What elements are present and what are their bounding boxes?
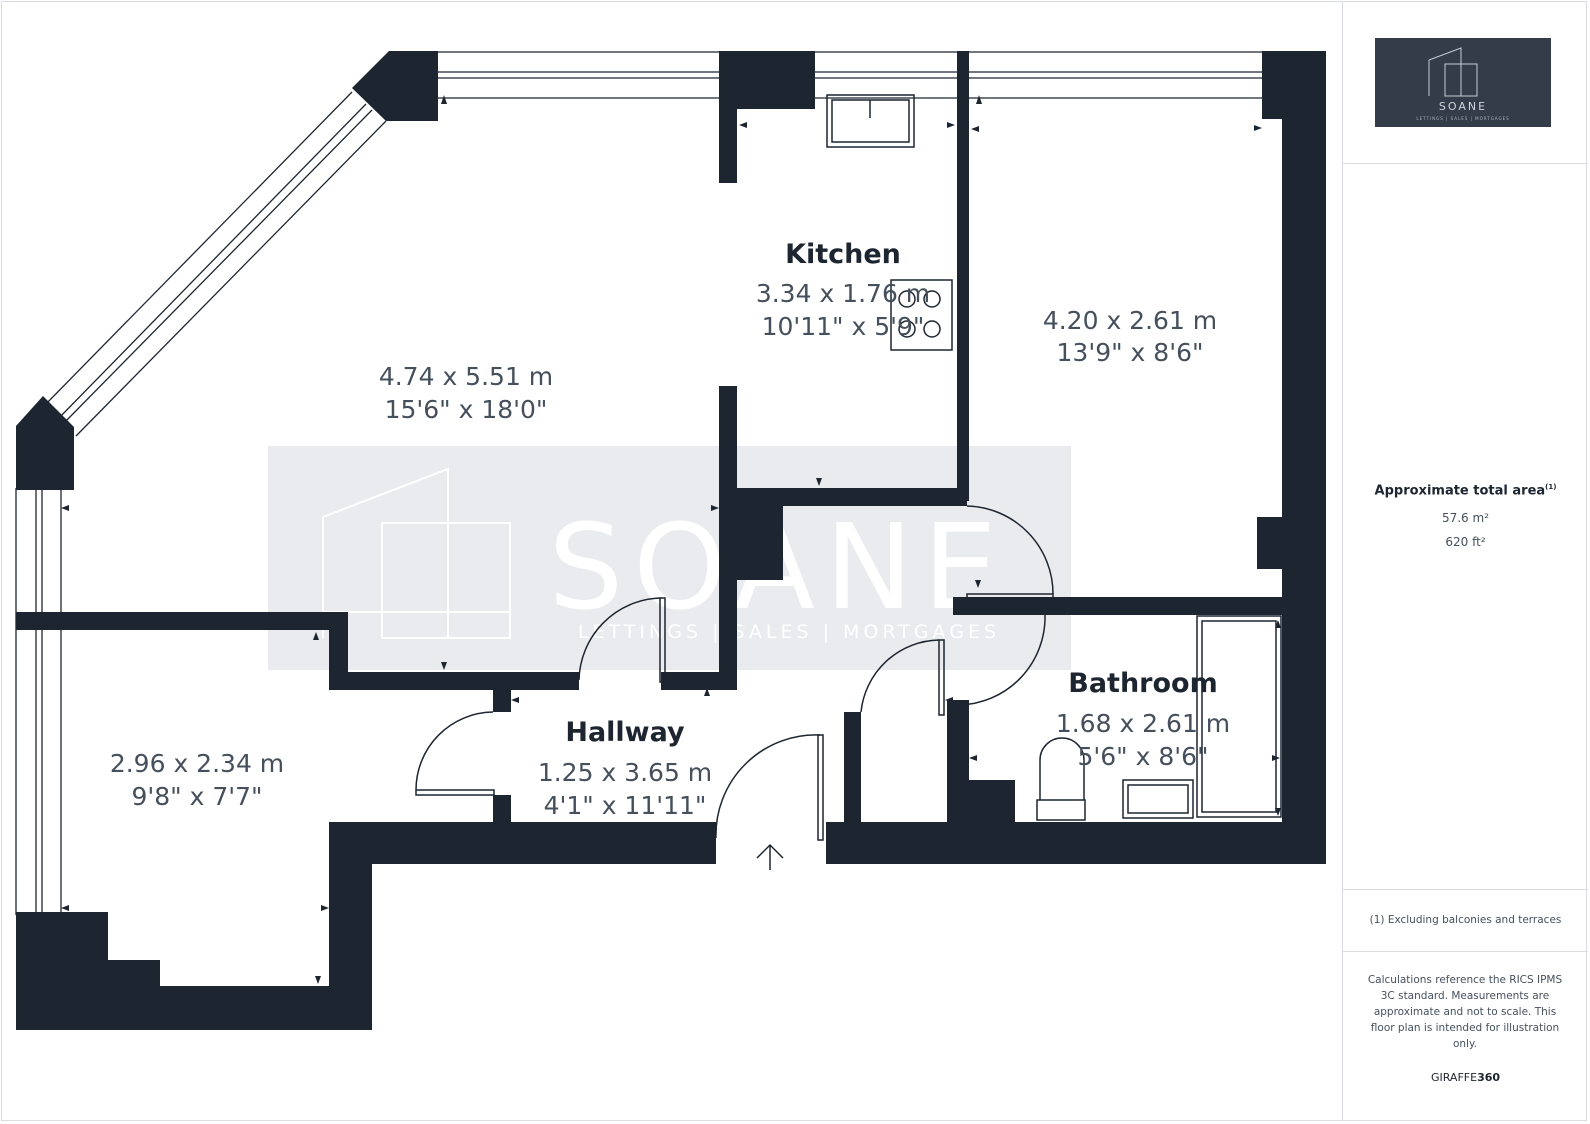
toilet-icon <box>1036 737 1086 821</box>
giraffe360-brand: GIRAFFE360 <box>1343 1071 1588 1084</box>
disclaimer: Calculations reference the RICS IPMS 3C … <box>1367 974 1563 1050</box>
brand-prefix: GIRAFFE <box>1430 1071 1478 1084</box>
room-bedroom-2-dim-imperial: 9'8" x 7'7" <box>131 782 262 811</box>
room-living-dim-metric: 4.74 x 5.51 m <box>379 362 553 391</box>
dimension-arrows <box>61 95 1281 984</box>
room-bedroom: 4.20 x 2.61 m 13'9" x 8'6" <box>1043 306 1217 367</box>
brand-logo: SOANE LETTINGS | SALES | MORTGAGES <box>1375 38 1551 127</box>
room-hallway-dim-metric: 1.25 x 3.65 m <box>538 758 712 787</box>
basin-icon <box>1122 779 1194 819</box>
watermark-panel <box>268 446 1071 670</box>
room-living-dim-imperial: 15'6" x 18'0" <box>385 395 548 424</box>
room-bathroom-dim-imperial: 5'6" x 8'6" <box>1077 742 1208 771</box>
sidebar-divider <box>1343 889 1588 890</box>
watermark-tagline: LETTINGS | SALES | MORTGAGES <box>578 621 1000 643</box>
room-hallway: Hallway 1.25 x 3.65 m 4'1" x 11'11" <box>538 717 712 820</box>
room-kitchen-name: Kitchen <box>785 239 901 270</box>
area-metric: 57.6 m² <box>1441 511 1490 525</box>
footnote: (1) Excluding balconies and terraces <box>1369 914 1562 926</box>
logo-tagline: LETTINGS | SALES | MORTGAGES <box>1416 116 1510 121</box>
floor-plan: SOANE LETTINGS | SALES | MORTGAGES <box>15 51 1326 1030</box>
room-hallway-dim-imperial: 4'1" x 11'11" <box>544 791 707 820</box>
brand-suffix: 360 <box>1477 1071 1501 1084</box>
room-bedroom-2-dim-metric: 2.96 x 2.34 m <box>110 749 284 778</box>
room-kitchen-dim-metric: 3.34 x 1.76 m <box>756 279 930 308</box>
room-bedroom-2: 2.96 x 2.34 m 9'8" x 7'7" <box>110 749 284 811</box>
logo-word: SOANE <box>1438 100 1488 113</box>
room-bathroom-dim-metric: 1.68 x 2.61 m <box>1056 709 1230 738</box>
room-hallway-name: Hallway <box>565 717 685 748</box>
sidebar: SOANE LETTINGS | SALES | MORTGAGES Appro… <box>1342 1 1588 1121</box>
room-living: 4.74 x 5.51 m 15'6" x 18'0" <box>379 362 553 424</box>
walls <box>16 51 1326 1030</box>
doors <box>415 505 1054 841</box>
sink-icon <box>826 94 915 148</box>
hob-icon <box>890 279 953 351</box>
shower-icon <box>1196 615 1282 818</box>
watermark: SOANE LETTINGS | SALES | MORTGAGES <box>268 446 1071 670</box>
room-kitchen-dim-imperial: 10'11" x 5'9" <box>762 312 925 341</box>
area-title-text: Approximate total area <box>1374 483 1546 499</box>
room-bedroom-dim-imperial: 13'9" x 8'6" <box>1057 338 1204 367</box>
room-bathroom-name: Bathroom <box>1068 668 1217 699</box>
sidebar-divider <box>1343 163 1588 164</box>
entrance-arrow-icon <box>756 843 784 870</box>
area-title-marker: (1) <box>1545 483 1557 491</box>
logo-house-icon <box>1428 47 1478 97</box>
area-title: Approximate total area(1) <box>1343 483 1588 498</box>
room-kitchen: Kitchen 3.34 x 1.76 m 10'11" x 5'9" <box>756 239 930 341</box>
room-bedroom-dim-metric: 4.20 x 2.61 m <box>1043 306 1217 335</box>
sidebar-divider <box>1343 951 1588 952</box>
room-bathroom: Bathroom 1.68 x 2.61 m 5'6" x 8'6" <box>1056 668 1230 771</box>
windows <box>15 51 1265 915</box>
fixtures <box>826 94 1282 821</box>
area-imperial: 620 ft² <box>1445 535 1486 549</box>
